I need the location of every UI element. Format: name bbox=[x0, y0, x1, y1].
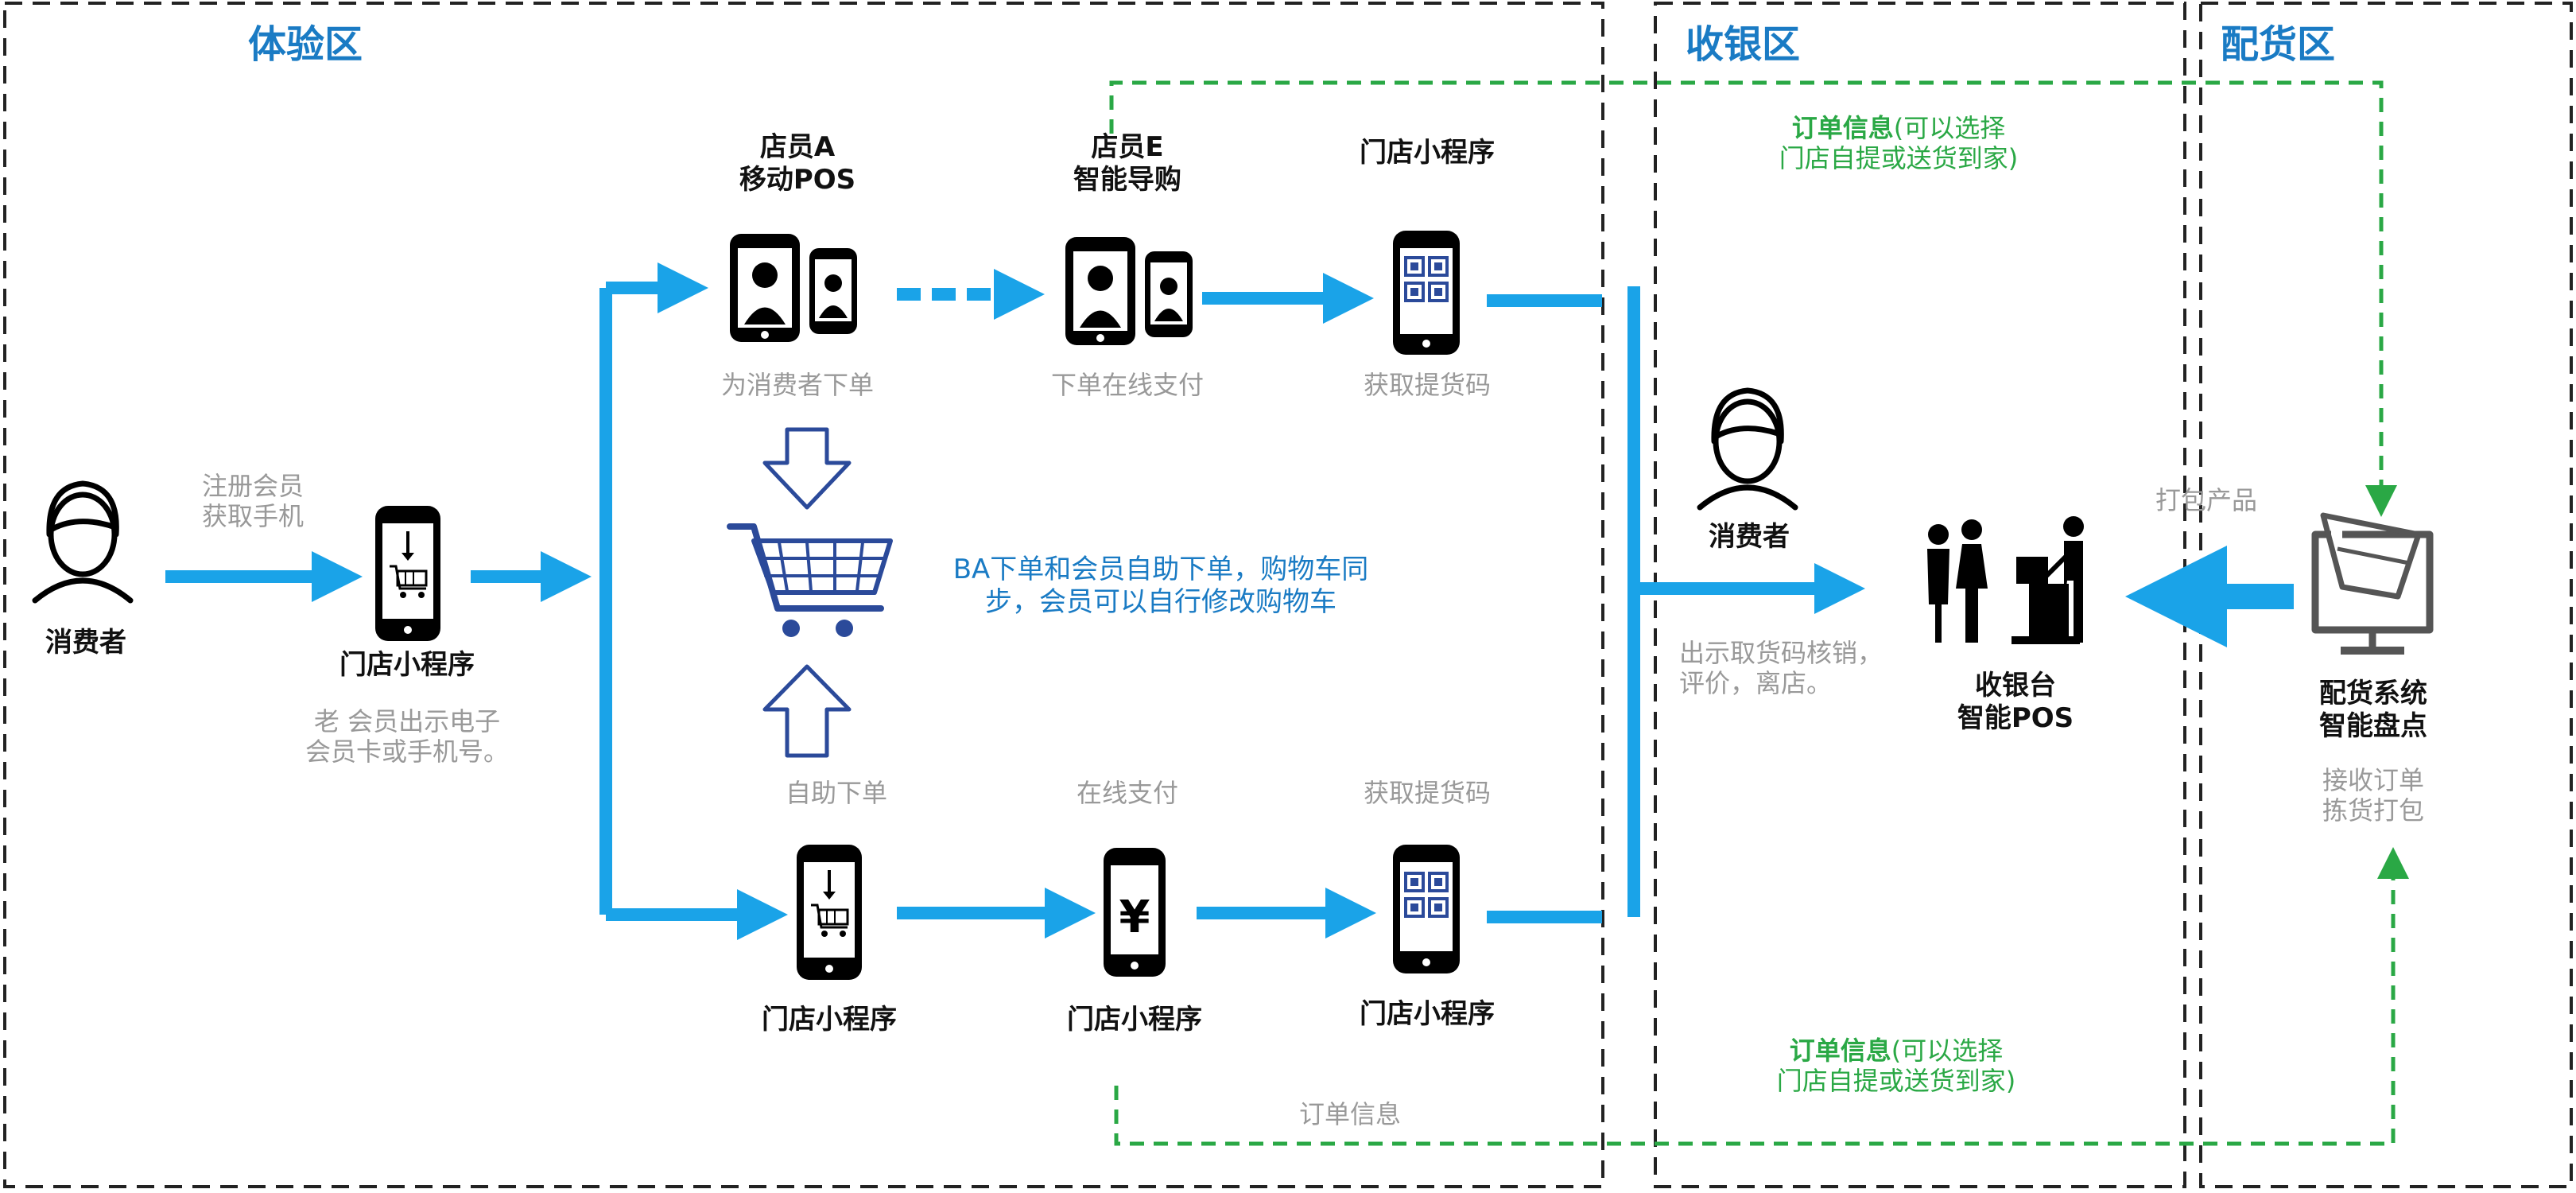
zone-border-experience bbox=[3, 2, 1604, 1188]
miniprogram-code-label: 门店小程序 bbox=[1360, 998, 1495, 1030]
register-member-line1: 注册会员 bbox=[201, 471, 305, 501]
distribution-system-line1: 配货系统 bbox=[2319, 678, 2427, 709]
pickup-code-caption: 获取提货码 bbox=[1363, 778, 1492, 808]
order-info-top-line2: 门店自提或送货到家) bbox=[1779, 143, 2019, 174]
cart-sync-line1: BA下单和会员自助下单，购物车同 bbox=[952, 554, 1369, 585]
distribution-system-line2: 智能盘点 bbox=[2319, 709, 2427, 742]
order-info-bottom-line bbox=[1114, 847, 2409, 1146]
cart-sync-description: BA下单和会员自助下单，购物车同 步，会员可以自行修改购物车 bbox=[953, 554, 1369, 619]
member-card-note-line1: 老 会员出示电子 bbox=[313, 706, 501, 736]
hollow-up-arrow-icon bbox=[762, 664, 852, 758]
distribution-monitor-icon bbox=[2311, 512, 2434, 655]
checkout-desc-line2: 评价，离店。 bbox=[1679, 668, 1833, 699]
miniprogram-self-label: 门店小程序 bbox=[762, 1004, 897, 1036]
staff-e-line2: 智能导购 bbox=[1073, 163, 1181, 196]
miniprogram-pay-label: 门店小程序 bbox=[1067, 1004, 1202, 1036]
shopping-cart-icon bbox=[727, 523, 893, 637]
order-info-bottom-line2: 门店自提或送货到家) bbox=[1776, 1066, 2016, 1097]
miniprogram-payment-icon: ¥ bbox=[1104, 848, 1166, 977]
miniprogram-bottom-qr-icon bbox=[1393, 845, 1460, 973]
staff-e-label: 店员E 智能导购 bbox=[1073, 131, 1181, 196]
order-info-top-line bbox=[1109, 80, 2397, 517]
hollow-down-arrow-icon bbox=[762, 427, 852, 510]
zone-title-cashier: 收银区 bbox=[1686, 22, 1801, 67]
staff-a-caption: 为消费者下单 bbox=[720, 370, 875, 400]
order-info-small-label: 订单信息 bbox=[1298, 1099, 1402, 1129]
miniprogram-self-order-icon bbox=[797, 845, 862, 980]
miniprogram-left-icon bbox=[375, 506, 440, 641]
staff-e-line1: 店员E bbox=[1091, 131, 1164, 163]
consumer-icon bbox=[32, 480, 134, 604]
staff-a-line1: 店员A bbox=[759, 131, 836, 163]
cart-sync-line2: 步，会员可以自行修改购物车 bbox=[985, 585, 1336, 618]
online-pay-caption: 在线支付 bbox=[1076, 778, 1179, 808]
miniprogram-top-label: 门店小程序 bbox=[1360, 137, 1495, 169]
order-info-top-rest: (可以选择 bbox=[1893, 113, 2006, 143]
distribution-task-label: 接收订单 拣货打包 bbox=[2322, 765, 2424, 826]
consumer-label: 消费者 bbox=[45, 627, 126, 659]
staff-e-guide-icon bbox=[1065, 237, 1193, 345]
miniprogram-top-caption: 获取提货码 bbox=[1363, 370, 1492, 400]
staff-a-label: 店员A 移动POS bbox=[739, 131, 855, 196]
member-card-note-line2: 会员卡或手机号。 bbox=[305, 736, 510, 767]
cashier-consumer-icon bbox=[1697, 387, 1798, 511]
cashier-pos-label: 收银台 智能POS bbox=[1957, 670, 2074, 735]
checkout-description: 出示取货码核销， 评价，离店。 bbox=[1679, 638, 1883, 699]
distribution-task-line2: 拣货打包 bbox=[2322, 795, 2425, 826]
pack-products-label: 打包产品 bbox=[2155, 485, 2258, 515]
zone-title-distribution: 配货区 bbox=[2221, 22, 2336, 67]
miniprogram-top-qr-icon bbox=[1393, 231, 1460, 355]
register-member-text: 注册会员 获取手机 bbox=[202, 471, 304, 532]
order-info-top-label: 订单信息(可以选择 门店自提或送货到家) bbox=[1779, 113, 2019, 174]
distribution-system-label: 配货系统 智能盘点 bbox=[2319, 678, 2427, 743]
staff-a-pos-icon bbox=[730, 234, 857, 342]
register-member-line2: 获取手机 bbox=[201, 501, 305, 532]
cashier-pos-line1: 收银台 bbox=[1975, 670, 2056, 701]
zone-title-experience: 体验区 bbox=[248, 22, 363, 67]
order-info-top-bold: 订单信息 bbox=[1791, 113, 1894, 143]
checkout-desc-line1: 出示取货码核销， bbox=[1679, 638, 1884, 668]
staff-a-line2: 移动POS bbox=[739, 163, 856, 196]
yen-icon: ¥ bbox=[1119, 892, 1150, 943]
self-order-caption: 自助下单 bbox=[785, 778, 888, 808]
distribution-task-line1: 接收订单 bbox=[2322, 765, 2425, 795]
miniprogram-left-label: 门店小程序 bbox=[339, 649, 475, 681]
cashier-counter-icon bbox=[1927, 516, 2084, 644]
staff-e-caption: 下单在线支付 bbox=[1050, 370, 1205, 400]
member-card-note: 老 会员出示电子 会员卡或手机号。 bbox=[305, 706, 509, 767]
order-info-bottom-label: 订单信息(可以选择 门店自提或送货到家) bbox=[1777, 1036, 2016, 1097]
cashier-pos-line2: 智能POS bbox=[1957, 701, 2074, 734]
flow-arrows bbox=[165, 262, 2294, 940]
order-info-bottom-bold: 订单信息 bbox=[1789, 1036, 1891, 1066]
cashier-consumer-label: 消费者 bbox=[1709, 521, 1790, 553]
order-info-bottom-rest: (可以选择 bbox=[1891, 1036, 2004, 1066]
